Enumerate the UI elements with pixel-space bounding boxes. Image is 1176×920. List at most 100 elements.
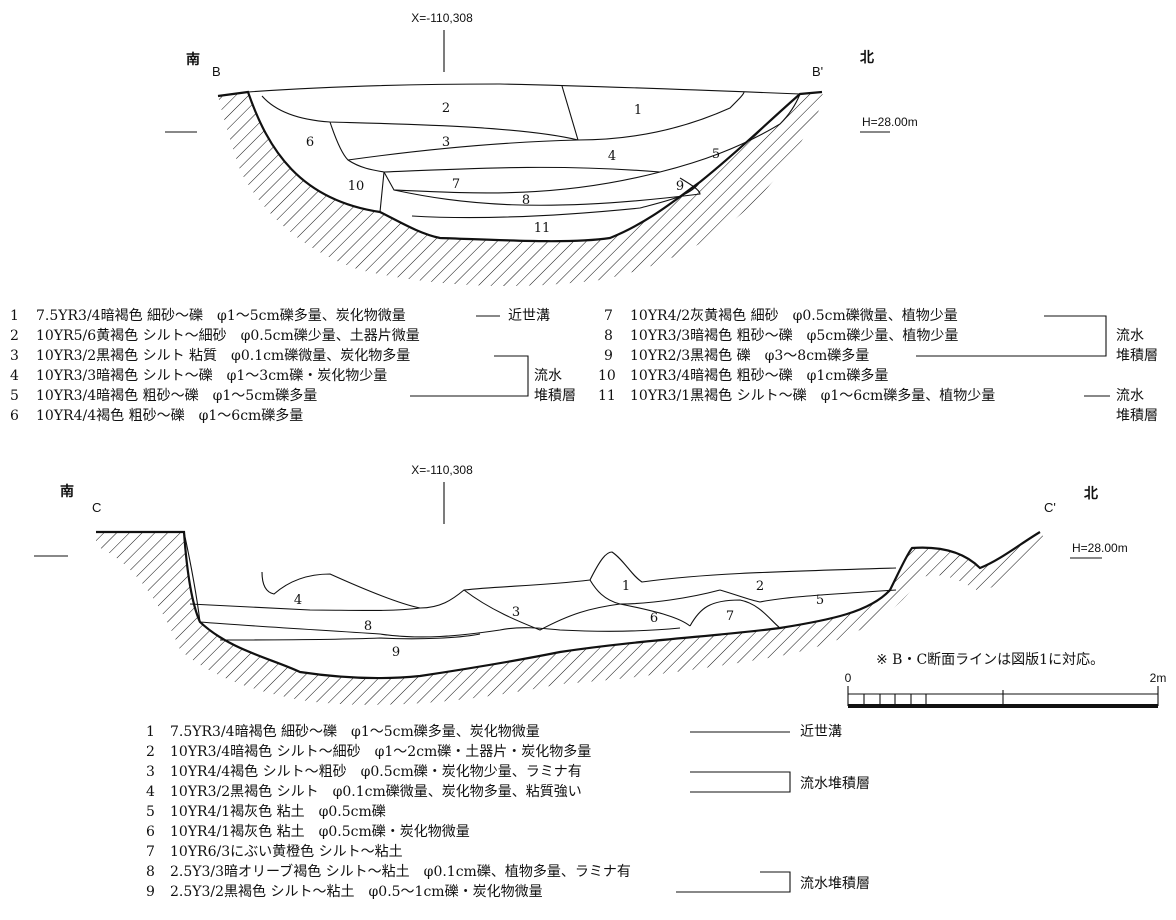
legend-b-number: 1 bbox=[10, 308, 19, 324]
legend-b-text: 10YR4/4褐色 粗砂～礫 φ1～6cm礫多量 bbox=[36, 407, 303, 424]
legend-b-number: 10 bbox=[598, 368, 616, 384]
section-c-legend: 1 7.5YR3/4暗褐色 細砂～礫 φ1～5cm礫多量、炭化物微量 2 10Y… bbox=[146, 723, 870, 900]
legend-b-number: 7 bbox=[604, 308, 613, 324]
section-c-elevation: H=28.00m bbox=[1072, 541, 1128, 555]
section-b-boundary-2 bbox=[261, 95, 579, 141]
legend-b-text: 10YR3/4暗褐色 粗砂～礫 φ1～5cm礫多量 bbox=[36, 387, 317, 404]
legend-c-number: 2 bbox=[146, 744, 155, 760]
legend-b-number: 3 bbox=[10, 348, 19, 364]
section-b-surface-line bbox=[247, 83, 801, 95]
legend-b-text: 10YR3/4暗褐色 粗砂～礫 φ1cm礫多量 bbox=[630, 367, 888, 384]
section-c-layer-label: 7 bbox=[726, 609, 734, 624]
legend-c-number: 3 bbox=[146, 764, 155, 780]
section-b-layer-label: 3 bbox=[442, 135, 450, 150]
scale-bar-base bbox=[848, 704, 1158, 708]
legend-c-text: 2.5Y3/2黒褐色 シルト～粘土 φ0.5～1cm礫・炭化物微量 bbox=[170, 883, 543, 900]
legend-b-number: 5 bbox=[10, 388, 19, 404]
legend-c-bracket-fluvial-upper bbox=[690, 771, 791, 793]
section-c-right-point: C' bbox=[1044, 500, 1056, 515]
legend-c-number: 5 bbox=[146, 804, 155, 820]
legend-b-text: 10YR4/2灰黄褐色 細砂 φ0.5cm礫微量、植物少量 bbox=[630, 307, 958, 324]
legend-b-number: 6 bbox=[10, 408, 19, 424]
section-b-cut-outline bbox=[217, 90, 823, 243]
legend-b-number: 2 bbox=[10, 328, 19, 344]
legend-b-group-fluvial-b: 堆積層 bbox=[534, 388, 576, 404]
section-b-north-label: 北 bbox=[860, 49, 874, 65]
section-b-boundary-9 bbox=[379, 171, 385, 213]
section-c-boundary-7 bbox=[463, 589, 691, 631]
section-c-layer-label: 8 bbox=[364, 619, 372, 634]
section-c-layer-label: 5 bbox=[816, 593, 824, 608]
section-b-ground-hatching bbox=[218, 92, 824, 286]
legend-b-text: 10YR3/2黒褐色 シルト 粘質 φ0.1cm礫微量、炭化物多量 bbox=[36, 347, 410, 364]
legend-c-text: 10YR3/4暗褐色 シルト～細砂 φ1～2cm礫・土器片・炭化物多量 bbox=[170, 743, 591, 760]
section-b: X=-110,308 南 B B' 北 H=28.00m 2 1 3 4 5 6 bbox=[165, 11, 918, 286]
section-c-south-label: 南 bbox=[60, 483, 74, 499]
legend-c-number: 6 bbox=[146, 824, 155, 840]
section-b-layer-label: 9 bbox=[676, 179, 684, 194]
legend-c-group-ditch: 近世溝 bbox=[800, 724, 842, 740]
section-b-layer-label: 7 bbox=[452, 177, 460, 192]
legend-c-text: 2.5Y3/3暗オリーブ褐色 シルト～粘土 φ0.1cm礫、植物多量、ラミナ有 bbox=[170, 863, 631, 880]
section-b-elevation: H=28.00m bbox=[862, 115, 918, 129]
legend-b-number: 8 bbox=[604, 328, 613, 344]
section-b-layer-label: 2 bbox=[442, 101, 450, 116]
legend-b-group-fluvial-b: 堆積層 bbox=[1116, 408, 1158, 424]
section-c-boundary-5 bbox=[219, 633, 481, 641]
legend-b-text: 10YR3/3暗褐色 シルト～礫 φ1～3cm礫・炭化物少量 bbox=[36, 367, 387, 384]
legend-b-text: 10YR2/3黒褐色 礫 φ3～8cm礫多量 bbox=[630, 347, 869, 364]
section-c-left-point: C bbox=[92, 500, 101, 515]
legend-c-text: 10YR4/1褐灰色 粘土 φ0.5cm礫 bbox=[170, 803, 386, 820]
section-b-boundary-7 bbox=[393, 177, 701, 206]
section-c-boundary-2 bbox=[261, 551, 897, 609]
legend-b-group-ditch: 近世溝 bbox=[508, 308, 550, 324]
scale-bar-start-label: 0 bbox=[845, 671, 852, 685]
section-b-layer-label: 6 bbox=[306, 135, 314, 150]
section-c-boundary-1 bbox=[183, 531, 201, 623]
section-b-right-point: B' bbox=[812, 64, 823, 79]
section-b-boundary-5 bbox=[383, 93, 801, 173]
scale-bar: 0 2m bbox=[845, 671, 1167, 708]
section-b-south-label: 南 bbox=[186, 51, 200, 67]
legend-b-bracket-fluvial-right bbox=[916, 315, 1107, 357]
section-c-layer-label: 9 bbox=[392, 645, 400, 660]
section-c-layer-label: 1 bbox=[622, 579, 630, 594]
section-b-layer-label: 11 bbox=[534, 221, 551, 236]
legend-b-text: 7.5YR3/4暗褐色 細砂～礫 φ1～5cm礫多量、炭化物微量 bbox=[36, 307, 406, 324]
legend-b-group-fluvial-b: 堆積層 bbox=[1116, 348, 1158, 364]
legend-c-text: 7.5YR3/4暗褐色 細砂～礫 φ1～5cm礫多量、炭化物微量 bbox=[170, 723, 540, 740]
section-b-layer-label: 1 bbox=[634, 103, 642, 118]
section-note: ※ B・C断面ラインは図版1に対応。 bbox=[876, 652, 1104, 668]
legend-b-number: 11 bbox=[598, 388, 616, 404]
section-c-cut-outline bbox=[96, 530, 1041, 680]
section-c-layer-label: 6 bbox=[650, 611, 658, 626]
section-b-boundary-6 bbox=[383, 171, 661, 194]
section-b-layer-label: 10 bbox=[348, 179, 365, 194]
legend-b-text: 10YR3/3暗褐色 粗砂～礫 φ5cm礫少量、植物少量 bbox=[630, 327, 958, 344]
legend-b-group-fluvial-a: 流水 bbox=[1116, 388, 1144, 404]
legend-c-number: 8 bbox=[146, 864, 155, 880]
legend-b-number: 4 bbox=[10, 368, 19, 384]
legend-c-text: 10YR3/2黒褐色 シルト φ0.1cm礫微量、炭化物多量、粘質強い bbox=[170, 783, 582, 800]
section-b-boundary-3 bbox=[347, 139, 579, 161]
legend-b-text: 10YR5/6黄褐色 シルト～細砂 φ0.5cm礫少量、土器片微量 bbox=[36, 327, 420, 344]
section-c-boundary-9 bbox=[719, 589, 897, 603]
section-c-layer-label: 4 bbox=[294, 593, 302, 608]
legend-c-number: 9 bbox=[146, 884, 155, 900]
legend-c-number: 1 bbox=[146, 724, 155, 740]
legend-b-group-fluvial-a: 流水 bbox=[534, 368, 562, 384]
section-b-left-point: B bbox=[212, 64, 221, 79]
section-c-boundary-4 bbox=[199, 621, 681, 638]
legend-c-bracket-fluvial-lower bbox=[676, 871, 791, 893]
section-c-x-coord: X=-110,308 bbox=[411, 463, 473, 477]
legend-b-number: 9 bbox=[604, 348, 613, 364]
section-b-layer-label: 8 bbox=[522, 193, 530, 208]
scale-bar-end-label: 2m bbox=[1150, 671, 1167, 685]
section-c-layer-label: 2 bbox=[756, 579, 764, 594]
section-c-boundary-6 bbox=[589, 579, 721, 605]
legend-b-group-fluvial-a: 流水 bbox=[1116, 328, 1144, 344]
legend-c-text: 10YR6/3にぶい黄橙色 シルト～粘土 bbox=[170, 843, 403, 860]
section-b-legend: 1 7.5YR3/4暗褐色 細砂～礫 φ1～5cm礫多量、炭化物微量 2 10Y… bbox=[10, 307, 1158, 424]
legend-c-group-fluvial: 流水堆積層 bbox=[800, 876, 870, 892]
